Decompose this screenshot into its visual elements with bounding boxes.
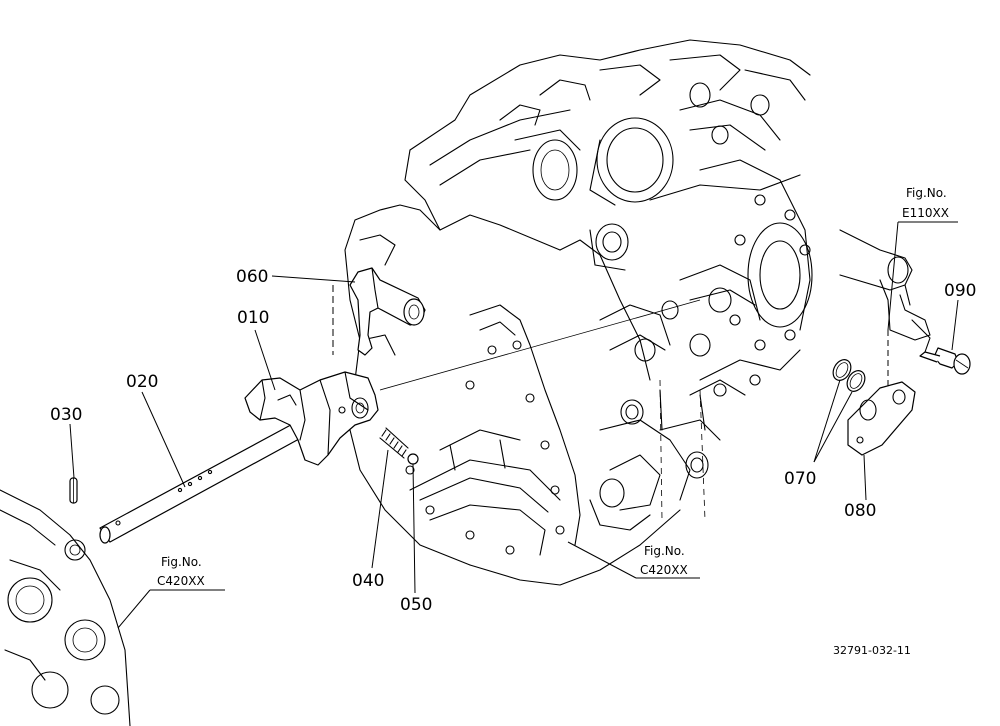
label-080: 080	[844, 501, 876, 521]
left-housing-partial	[0, 489, 131, 726]
ref-e110-line1: Fig.No.	[906, 186, 947, 200]
label-040: 040	[352, 571, 384, 591]
bolt-090	[919, 347, 971, 375]
spring-pin-030	[69, 477, 78, 504]
ref-c420-left-line1: Fig.No.	[161, 555, 202, 569]
label-020: 020	[126, 372, 158, 392]
label-030: 030	[50, 405, 82, 425]
o-rings-070	[832, 359, 866, 392]
ref-e110-line2: E110XX	[902, 206, 949, 220]
bracket-e110	[839, 229, 931, 353]
shift-rod-020	[99, 419, 311, 544]
label-070: 070	[784, 469, 816, 489]
cover-plate-080	[847, 381, 916, 456]
ref-c420-right-line1: Fig.No.	[644, 544, 685, 558]
shift-arm-060	[349, 267, 426, 356]
ref-c420-left-line2: C420XX	[157, 574, 205, 588]
ball-050	[407, 453, 419, 465]
spring-040	[379, 427, 409, 459]
label-090: 090	[944, 281, 976, 301]
label-060: 060	[236, 267, 268, 287]
drawing-code: 32791-032-11	[833, 644, 911, 657]
shift-fork-010	[244, 371, 379, 466]
label-010: 010	[237, 308, 269, 328]
label-050: 050	[400, 595, 432, 615]
leader-lines	[69, 221, 959, 629]
ref-c420-right-line2: C420XX	[640, 563, 688, 577]
